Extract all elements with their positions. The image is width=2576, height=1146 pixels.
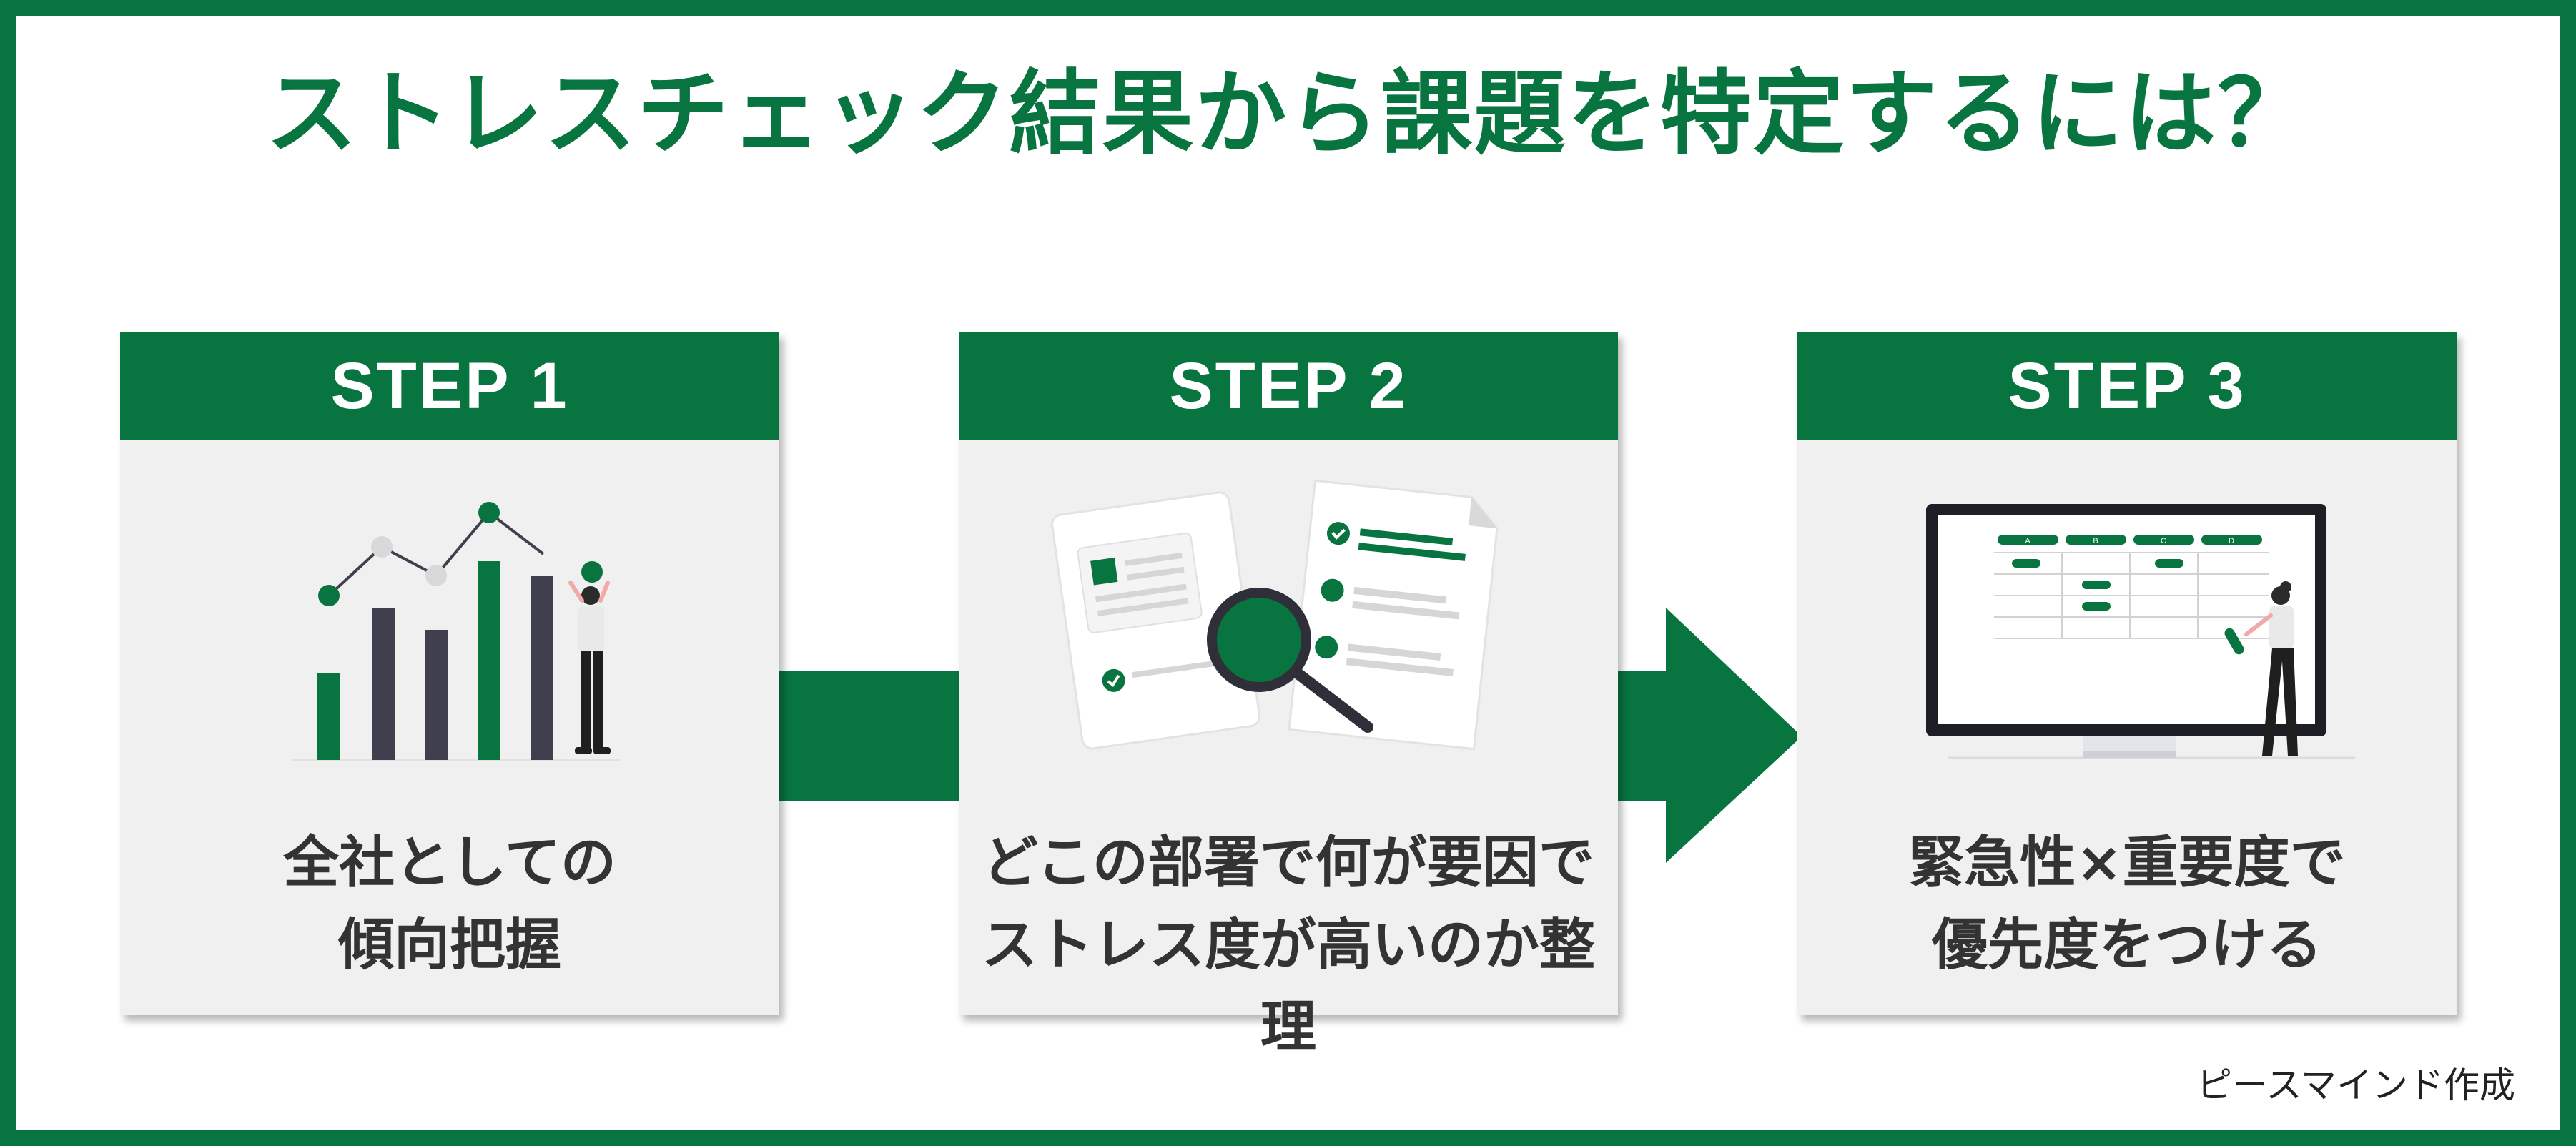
step-card-3: STEP 3 A B C D: [1797, 332, 2457, 1015]
step-description-line-1: 全社としての: [283, 831, 616, 895]
step-label: STEP 2: [959, 332, 1618, 440]
step-description: どこの部署で何が要因で ストレス度が高いのか整理: [959, 822, 1618, 1069]
step-description: 全社としての 傾向把握: [120, 822, 779, 987]
column-header-label: C: [2161, 537, 2166, 545]
step-description: 緊急性×重要度で 優先度をつける: [1797, 822, 2457, 987]
bar-chart-person-illustration: [292, 502, 621, 761]
step-description-line-2: 優先度をつける: [1931, 913, 2322, 977]
step-description-line-1: どこの部署で何が要因で: [982, 831, 1594, 895]
spreadsheet-monitor-illustration: A B C D: [1926, 504, 2355, 759]
step-card-2: STEP 2: [959, 332, 1618, 1059]
step-card-1: STEP 1 全社としての 傾向把握: [120, 332, 779, 1015]
step-label: STEP 1: [120, 332, 779, 440]
documents-magnifier-illustration: [1051, 479, 1499, 751]
column-header-label: B: [2093, 537, 2098, 545]
step-description-line-2: 傾向把握: [337, 913, 561, 977]
column-header-label: D: [2229, 537, 2234, 545]
credit-text: ピースマインド作成: [2196, 1065, 2515, 1106]
spreadsheet-header: A B C D: [1998, 535, 2262, 545]
step-label: STEP 3: [1797, 332, 2457, 440]
page-title: ストレスチェック結果から課題を特定するには？: [265, 61, 2311, 167]
step-description-line-2: ストレス度が高いのか整理: [981, 913, 1595, 1059]
column-header-label: A: [2025, 537, 2030, 545]
step-description-line-1: 緊急性×重要度で: [1908, 831, 2346, 895]
